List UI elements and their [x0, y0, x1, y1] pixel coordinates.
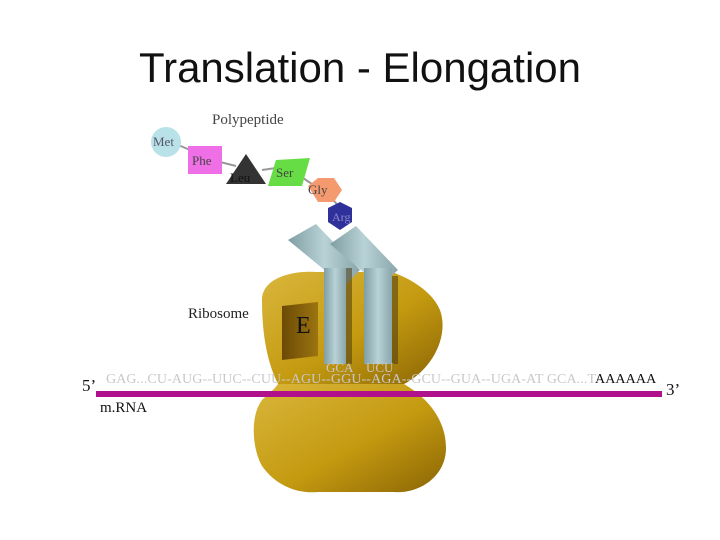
amino-acid-label-phe: Phe	[192, 153, 212, 168]
amino-acid-ser	[268, 158, 310, 186]
ribosome-small-subunit	[253, 384, 446, 493]
mrna-label: m.RNA	[100, 400, 148, 416]
amino-acid-label-met: Met	[153, 134, 174, 149]
anticodon-2: UCU	[366, 360, 394, 375]
ribosome-label: Ribosome	[188, 306, 249, 322]
e-site-label: E	[296, 313, 311, 339]
amino-acid-label-arg: Arg	[332, 210, 351, 224]
amino-acid-gly	[308, 178, 342, 202]
five-prime-label: 5’	[82, 376, 97, 395]
amino-acid-phe	[188, 146, 222, 174]
amino-acid-met	[151, 127, 181, 157]
poly-a-tail: AAAAAA	[595, 372, 657, 387]
amino-acid-leu	[226, 154, 266, 184]
mrna-strand	[96, 391, 662, 397]
amino-acid-arg	[328, 202, 352, 230]
mrna-sequence: GAG...CU-AUG--UUC--CUU--AGU--GGU--AGA--G…	[106, 372, 656, 388]
amino-acid-label-gly: Gly	[308, 182, 328, 197]
anticodon-1: GCA	[326, 360, 354, 375]
polypeptide-label: Polypeptide	[212, 112, 284, 128]
trna-1	[288, 224, 360, 364]
trna-2	[330, 226, 398, 364]
amino-acid-label-ser: Ser	[276, 165, 294, 180]
slide-title: Translation - Elongation	[138, 44, 582, 91]
e-site	[282, 302, 318, 360]
mrna-sequence-text: GAG...CU-AUG--UUC--CUU--AGU--GGU--AGA--G…	[106, 372, 596, 387]
polypeptide-chain	[151, 127, 352, 230]
amino-acid-label-leu: Leu	[230, 170, 251, 185]
three-prime-label: 3’	[666, 380, 681, 399]
